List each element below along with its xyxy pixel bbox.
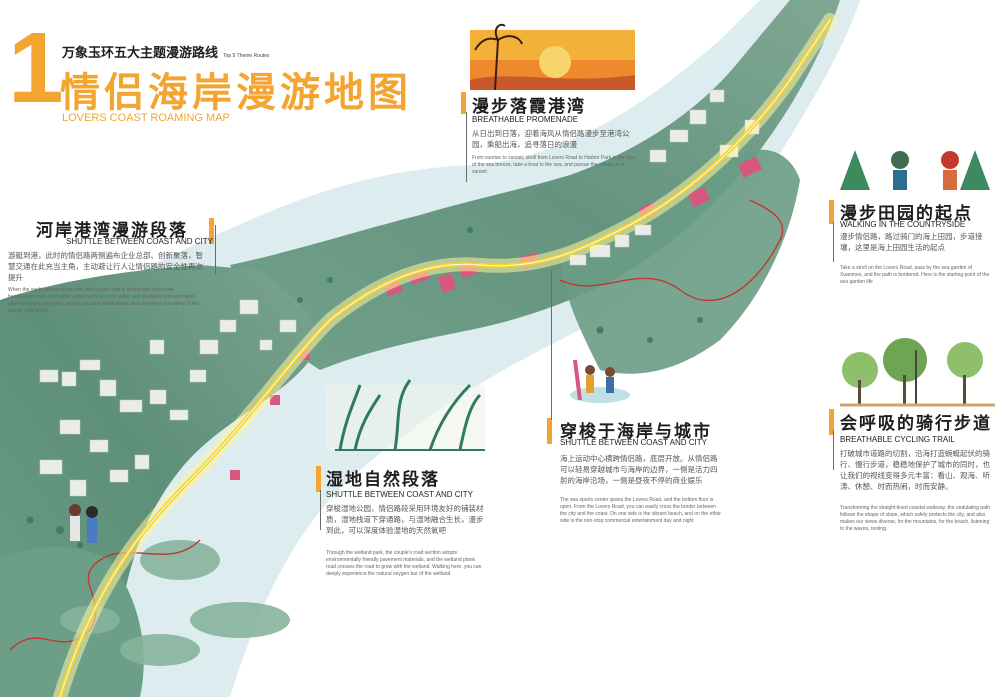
trees	[26, 227, 703, 548]
wetland-patches	[60, 540, 290, 666]
header-subtitle: 万象玉环五大主题漫游路线 Top 5 Theme Routes	[62, 42, 269, 61]
coastcity-body-en: The sea sports center spans the Lovers R…	[560, 497, 721, 524]
coastcity-leader	[551, 270, 552, 420]
wetland-title: 湿地自然段落	[326, 470, 440, 490]
wetland-body-zh: 穿梭湿地公园，情侣路段采用环境友好的铺装材质，湿地栈道下穿通路，与湿地融合生长，…	[326, 504, 484, 535]
wetland-body-en: Through the wetland park, the couple's r…	[326, 550, 482, 577]
cycling-trail	[9, 199, 784, 651]
wetland-title-en: SHUTTLE BETWEEN COAST AND CITY	[326, 490, 473, 499]
harbor-body-zh: 游艇到港，此时的情侣路两侧遍布企业总部、创新聚落，智慧交通在此充当主角，主动避让…	[8, 251, 203, 282]
sunset-illustration	[470, 23, 635, 91]
coastcity-body-zh: 海上运动中心横跨情侣路，底层开放。从情侣路可以轻易穿越城市与海岸的边界，一侧是活…	[560, 454, 718, 485]
countryside-accent-bar	[829, 200, 834, 224]
coastcity-accent-bar	[547, 418, 552, 444]
garden-illustration	[840, 150, 990, 190]
countryside-title-en: WALKING IN THE COUNTRYSIDE	[840, 220, 966, 229]
promenade-title-en: BREATHABLE PROMENADE	[472, 115, 579, 124]
page-title: 情侣海岸漫游地图	[60, 70, 412, 116]
header-subtitle-en: Top 5 Theme Routes	[223, 53, 270, 59]
header-number: 1	[8, 12, 64, 124]
cycling-illustration	[840, 338, 995, 407]
countryside-leader	[833, 222, 834, 262]
harbor-title: 河岸港湾漫游段落	[36, 221, 188, 241]
promenade-body-en: From sunrise to sunset, stroll from Love…	[472, 155, 636, 175]
countryside-body-zh: 漫步情侣路，路过骑门的海上田园，步道接壤，这里是海上田园生活的起点	[840, 232, 983, 252]
cycling-title: 会呼吸的骑行步道	[840, 414, 992, 434]
harbor-title-en: SHUTTLE BETWEEN COAST AND CITY	[66, 237, 213, 246]
coastcity-title: 穿梭于海岸与城市	[560, 422, 712, 442]
page-title-en: LOVERS COAST ROAMING MAP	[62, 112, 230, 124]
harbor-body-en: When the yacht arrives at the port, the …	[8, 287, 199, 314]
wetland-accent-bar	[316, 466, 321, 492]
promenade-accent-bar	[461, 92, 466, 114]
cycling-title-en: BREATHABLE CYCLING TRAIL	[840, 435, 955, 444]
promenade-body-zh: 从日出到日落，迎着海风从情侣路漫步至港湾公园，乘船出海，追寻落日的浪漫	[472, 129, 630, 149]
wetland-plant-illustration	[325, 379, 485, 451]
cycling-leader	[833, 430, 834, 470]
cycling-body-en: Transforming the straight-lined coastal …	[840, 505, 991, 532]
couple-illustration	[69, 504, 98, 543]
surfers-illustration	[570, 359, 630, 403]
harbor-accent-bar	[209, 218, 214, 244]
love-road-center	[59, 19, 831, 697]
coastcity-title-en: SHUTTLE BETWEEN COAST AND CITY	[560, 438, 707, 447]
wetland-leader	[320, 490, 321, 530]
land-east	[560, 149, 800, 374]
cycling-body-zh: 打破城市道路的切割，沿海打造蜿蜒起伏的骑行、慢行步道，稳稳地保护了城市的同时，也…	[840, 449, 990, 491]
land-upper	[230, 0, 840, 370]
header-subtitle-zh: 万象玉环五大主题漫游路线	[62, 46, 219, 61]
countryside-title: 漫步田园的起点	[840, 204, 973, 224]
cycling-accent-bar	[829, 409, 834, 435]
promenade-leader	[466, 112, 467, 182]
harbor-leader	[215, 225, 216, 275]
promenade-title: 漫步落霞港湾	[472, 97, 586, 117]
countryside-body-en: Take a stroll on the Lovers Road, pass b…	[840, 265, 990, 285]
